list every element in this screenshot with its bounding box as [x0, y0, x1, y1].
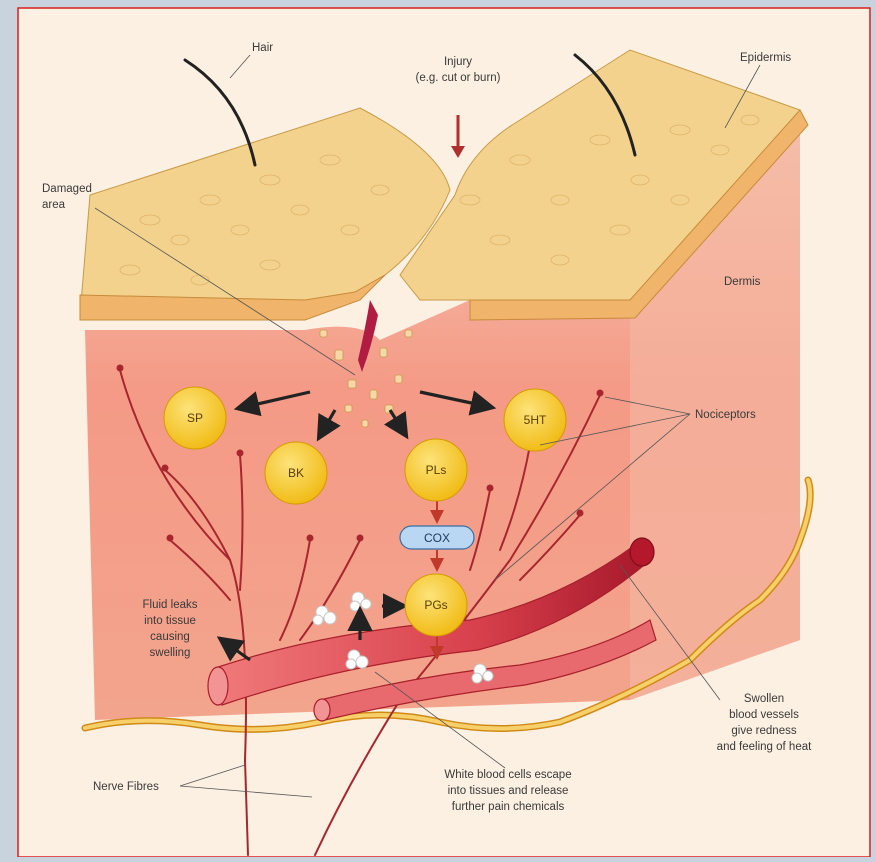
chemical-bk: BK	[265, 442, 327, 504]
chemical-5ht-label: 5HT	[524, 413, 547, 427]
label-nociceptors: Nociceptors	[695, 409, 756, 421]
chemical-pls: PLs	[405, 439, 467, 501]
chemical-bk-label: BK	[288, 466, 304, 480]
label-injury-1: Injury	[444, 56, 472, 68]
vessel-opening-upper	[208, 667, 228, 705]
vessel-opening-lower	[314, 699, 330, 721]
label-wbc-1: White blood cells escape	[444, 769, 571, 781]
label-swollen-3: give redness	[731, 725, 796, 737]
label-dermis: Dermis	[724, 276, 761, 288]
label-epidermis: Epidermis	[740, 52, 791, 64]
chemical-sp: SP	[164, 387, 226, 449]
label-wbc-2: into tissues and release	[448, 785, 569, 797]
label-hair: Hair	[252, 42, 273, 54]
label-swollen-2: blood vessels	[729, 709, 799, 721]
label-fluid-3: causing	[150, 631, 190, 643]
label-nerve-fibres: Nerve Fibres	[93, 781, 159, 793]
label-swollen-4: and feeling of heat	[717, 741, 812, 753]
label-fluid-1: Fluid leaks	[143, 599, 198, 611]
label-injury-2: (e.g. cut or burn)	[415, 72, 500, 84]
label-fluid-4: swelling	[150, 647, 191, 659]
label-damaged-2: area	[42, 199, 66, 211]
chemical-pls-label: PLs	[426, 463, 447, 477]
label-swollen-1: Swollen	[744, 693, 784, 705]
chemical-pgs: PGs	[405, 574, 467, 636]
label-fluid-2: into tissue	[144, 615, 196, 627]
label-wbc-3: further pain chemicals	[452, 801, 565, 813]
enzyme-cox: COX	[400, 526, 474, 549]
chemical-pgs-label: PGs	[424, 598, 447, 612]
label-damaged-1: Damaged	[42, 183, 92, 195]
chemical-sp-label: SP	[187, 411, 203, 425]
vessel-end-upper	[630, 538, 654, 566]
enzyme-cox-label: COX	[424, 531, 450, 545]
